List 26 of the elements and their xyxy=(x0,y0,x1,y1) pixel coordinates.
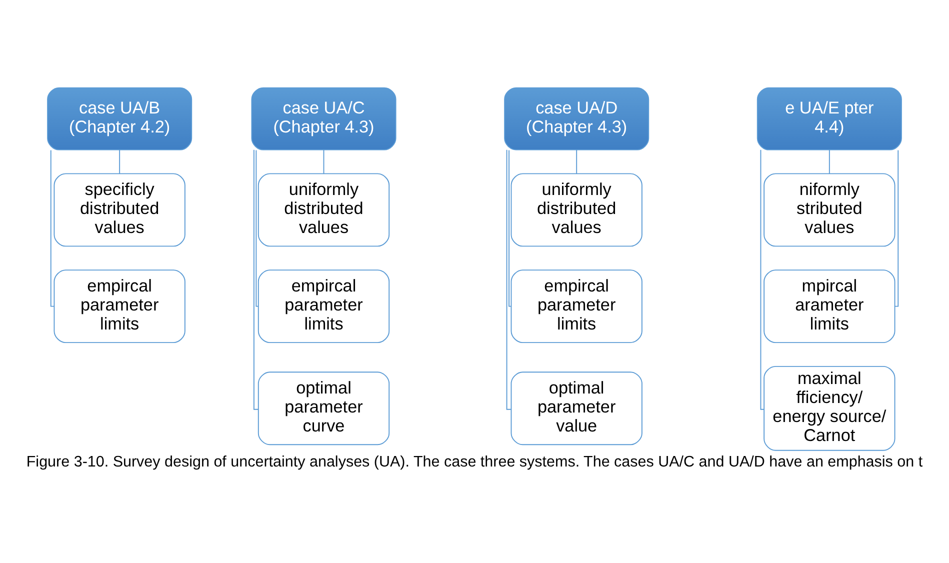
node-box: case UA/B (Chapter 4.2) xyxy=(47,87,192,150)
node-box: optimal parameter value xyxy=(510,372,642,446)
node-box: e UA/E pter 4.4) xyxy=(756,87,902,150)
node-box: uniformly distributed values xyxy=(510,173,642,247)
connector xyxy=(828,149,830,174)
node-box: empircal parameter limits xyxy=(54,270,186,344)
node-box: case UA/D (Chapter 4.3) xyxy=(504,87,650,150)
connector xyxy=(894,150,899,307)
node-box: empircal parameter limits xyxy=(258,270,390,344)
caption: Figure 3-10. Survey design of uncertainty analyses (UA). The case three systems. The cases UA/C and UA/D have an emphasis on t xyxy=(26,453,923,470)
node-box: maximal fficiency/ energy source/ Carnot xyxy=(764,366,896,451)
node-box: empircal parameter limits xyxy=(510,270,642,344)
node-box: specificly distributed values xyxy=(54,173,186,247)
node-box: mpircal arameter limits xyxy=(764,270,896,344)
node-box: niformly stributed values xyxy=(764,173,896,247)
node-box: uniformly distributed values xyxy=(258,173,390,247)
node-box: case UA/C (Chapter 4.3) xyxy=(251,87,396,150)
connector xyxy=(50,150,55,307)
connector xyxy=(760,149,765,410)
connector xyxy=(119,149,120,174)
connector xyxy=(508,150,512,307)
node-box: optimal parameter curve xyxy=(258,372,390,446)
connector xyxy=(256,150,259,307)
connector xyxy=(323,149,324,174)
connector xyxy=(253,149,259,410)
connector xyxy=(576,149,578,174)
